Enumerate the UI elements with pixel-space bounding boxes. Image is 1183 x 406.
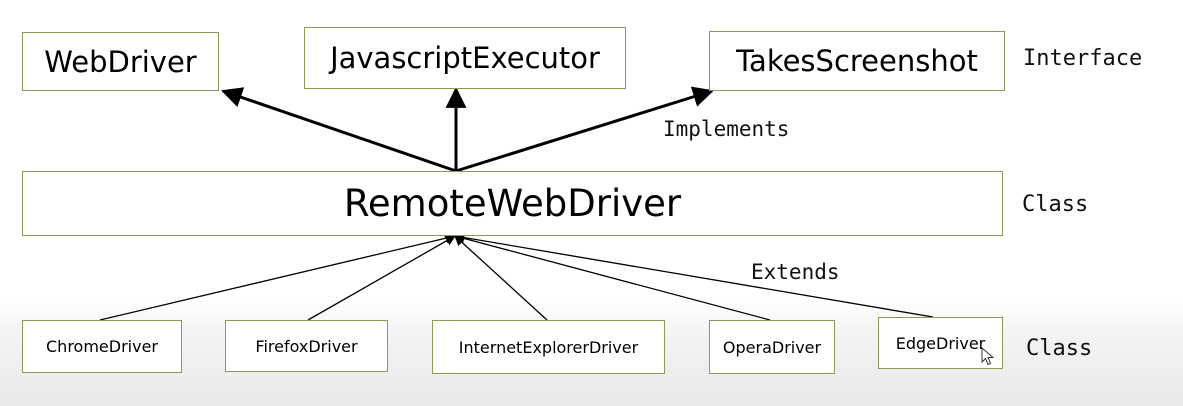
class-box-firefoxdriver: FirefoxDriver [225,320,388,372]
extends-arrow-operadriver [453,233,771,321]
implements-arrow-webdriver [221,87,457,173]
class-box-internetexplorerdriver: InternetExplorerDriver [432,320,665,374]
class-name: InternetExplorerDriver [458,337,639,357]
interface-label: Interface [1023,46,1143,71]
class-label-main: Class [1022,192,1089,217]
class-name: OperaDriver [722,337,822,357]
interface-name: WebDriver [44,44,197,79]
interface-box-webdriver: WebDriver [22,32,219,91]
mouse-pointer-icon [981,347,995,366]
implements-arrow-takesscreenshot [455,86,715,173]
class-box-remotewebdriver: RemoteWebDriver [22,171,1003,236]
extends-arrow-chromedriver [99,233,457,321]
class-label-sub: Class [1026,336,1093,361]
extends-arrow-edgedriver [453,232,934,318]
implements-label: Implements [663,117,790,141]
extends-label: Extends [751,260,840,284]
class-name: RemoteWebDriver [343,182,682,225]
interface-box-javascriptexecutor: JavascriptExecutor [304,27,626,89]
class-name: EdgeDriver [895,333,986,353]
extends-arrow-internetexplorerdriver [454,235,548,321]
interface-name: TakesScreenshot [736,44,978,78]
class-box-edgedriver: EdgeDriver [878,317,1003,369]
class-box-operadriver: OperaDriver [709,320,835,374]
class-name: FirefoxDriver [255,336,358,356]
interface-box-takesscreenshot: TakesScreenshot [709,31,1005,91]
class-name: ChromeDriver [46,337,158,356]
class-box-chromedriver: ChromeDriver [22,320,182,373]
extends-arrow-firefoxdriver [307,235,456,321]
interface-name: JavascriptExecutor [330,41,600,75]
